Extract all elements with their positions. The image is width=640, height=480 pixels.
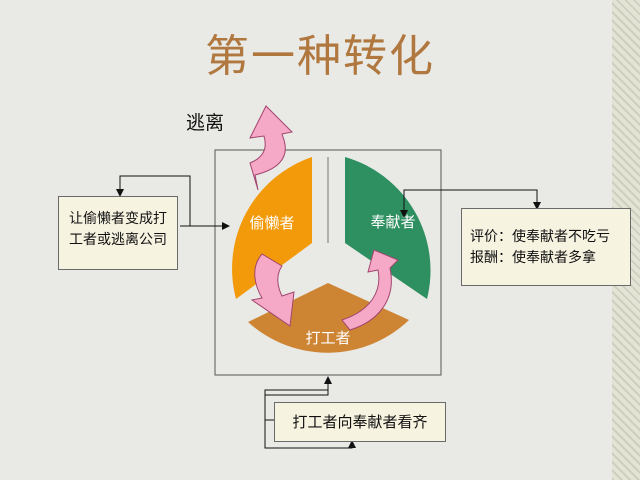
left-note-line-2: 工者或逃离公司 (69, 232, 167, 248)
escape-label: 逃离 (186, 112, 225, 134)
segment-label-worker: 打工者 (305, 329, 350, 347)
page-title: 第一种转化 (205, 31, 435, 82)
connector-bottom-back (264, 389, 356, 449)
worker-to-contributor-arrow (341, 249, 399, 331)
bottom-note-box: 打工者向奉献者看齐 (274, 402, 446, 442)
right-note-box: 评价：使奉献者不吃亏 报酬：使奉献者多拿 (461, 208, 631, 286)
left-note-line-1: 让偷懒者变成打 (69, 211, 167, 227)
segment-lazy (232, 157, 312, 299)
right-note-line-1: 评价：使奉献者不吃亏 (470, 229, 610, 245)
segment-contributor (345, 157, 431, 299)
segment-label-contributor: 奉献者 (370, 213, 415, 231)
segment-worker (248, 283, 409, 353)
left-note-box: 让偷懒者变成打 工者或逃离公司 (58, 196, 178, 270)
segment-label-lazy: 偷懒者 (249, 214, 294, 232)
lazy-to-worker-arrow (250, 253, 295, 327)
right-note-line-2: 报酬：使奉献者多拿 (470, 250, 596, 266)
connector-left-top (116, 175, 191, 226)
escape-arrow (249, 105, 294, 191)
diagram-frame (214, 149, 442, 376)
